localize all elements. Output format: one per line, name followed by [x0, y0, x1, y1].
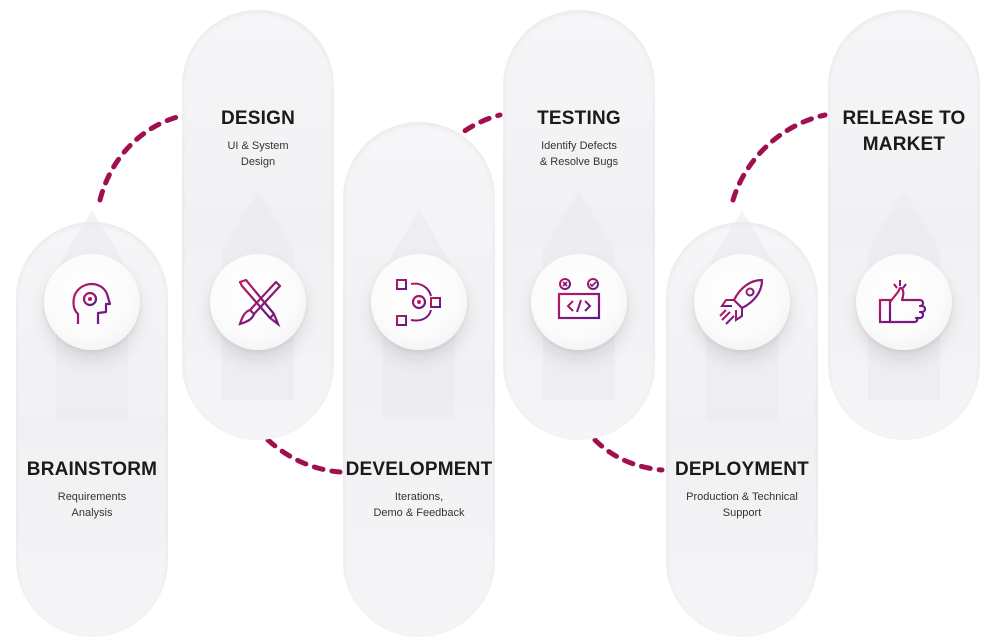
- pencil-brush-icon: [238, 278, 282, 328]
- thumbs-up-icon: [878, 280, 927, 324]
- icon-circle-deployment: [694, 254, 790, 350]
- icon-circle-release: [856, 254, 952, 350]
- connector-design-development: [265, 437, 343, 475]
- stage-title-release: RELEASE TO MARKET: [842, 108, 966, 155]
- stage-desc-design: UI & System Design: [227, 140, 289, 168]
- stage-title-brainstorm: BRAINSTORM: [26, 459, 158, 480]
- stage-desc-brainstorm: Requirements Analysis: [57, 491, 127, 519]
- connector-brainstorm-design: [97, 112, 188, 203]
- connector-testing-deployment: [592, 437, 665, 473]
- stage-title-development: DEVELOPMENT: [345, 459, 493, 480]
- workflow-gear-icon: [396, 279, 441, 326]
- stage-title-design: DESIGN: [220, 108, 296, 129]
- laptop-code-icon: [555, 278, 603, 324]
- stage-desc-deployment: Production & Technical Support: [686, 491, 798, 519]
- head-gear-icon: [72, 283, 112, 324]
- stage-desc-development: Iterations, Demo & Feedback: [373, 491, 465, 519]
- icon-circle-design: [210, 254, 306, 350]
- stage-desc-testing: Identify Defects & Resolve Bugs: [539, 140, 619, 168]
- connector-deployment-release: [730, 112, 828, 203]
- stage-title-testing: TESTING: [537, 108, 621, 129]
- icon-circle-brainstorm: [44, 254, 140, 350]
- stage-title-deployment: DEPLOYMENT: [675, 459, 809, 480]
- icon-circle-testing: [531, 254, 627, 350]
- rocket-icon: [719, 278, 764, 325]
- icon-circle-development: [371, 254, 467, 350]
